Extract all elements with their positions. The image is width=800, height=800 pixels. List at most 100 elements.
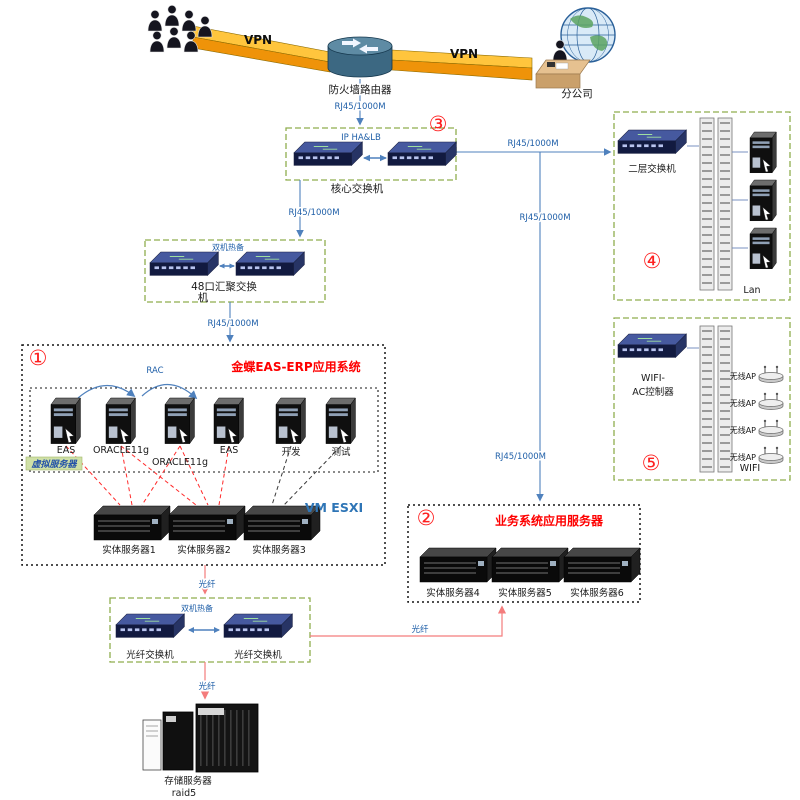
marker-3: ③ (429, 112, 448, 136)
firewall-router-label: 防火墙路由器 (329, 83, 392, 96)
link-label-agg-erp: RJ45/1000M (207, 319, 258, 329)
wireless-ap-icon-1 (758, 365, 784, 383)
storage-label: 存储服务器 (164, 775, 212, 787)
vm-tag-highlight (25, 456, 83, 471)
core-switch-icon-1 (293, 141, 363, 166)
host-server-icon-1 (93, 505, 171, 541)
core-switch-label: 核心交换机 (331, 182, 384, 195)
aggregation-switch-zone (144, 239, 326, 303)
esxi-label: VM ESXI (305, 500, 363, 515)
l2-switch-label: 二层交换机 (628, 163, 676, 175)
host-server-icon-2 (168, 505, 246, 541)
ap-label-2: 无线AP (730, 398, 756, 408)
wireless-ap-icon-4 (758, 446, 784, 464)
wireless-ap-icon-3 (758, 419, 784, 437)
vm-server-icon-test (325, 397, 356, 445)
branch-office-icon (535, 39, 591, 89)
biz-title: 业务系统应用服务器 (495, 513, 604, 528)
vm-label-eas1: EAS (57, 445, 76, 456)
firewall-link-label: RJ45/1000M (334, 102, 385, 112)
marker-5: ⑤ (642, 451, 661, 475)
rack-frame-icon-2 (718, 118, 732, 290)
agg-switch-icon-1 (149, 251, 219, 276)
marker-2: ② (417, 506, 436, 530)
san-ha-label: 双机热备 (181, 603, 213, 613)
san-switch-label-1: 光纤交换机 (126, 649, 174, 661)
host-label-3: 实体服务器3 (252, 544, 306, 556)
biz-label-5: 实体服务器5 (498, 587, 552, 599)
biz-label-4: 实体服务器4 (426, 587, 480, 599)
ha-arrow-agg (219, 263, 235, 269)
fiber-switch-icon-1 (115, 613, 185, 638)
l2-switch-icon (617, 129, 687, 154)
link-label-core-agg: RJ45/1000M (288, 208, 339, 218)
rack-frame-icon-1 (700, 118, 714, 290)
fiber-label-top: 光纤 (198, 579, 216, 590)
vm-label-oracle1: ORACLE11g (93, 445, 149, 456)
lan-server-icon-3 (749, 227, 777, 270)
link-label-core-biz-1: RJ45/1000M (519, 213, 570, 223)
rac-arc-2 (141, 383, 198, 400)
vpn-label-right: VPN (450, 47, 478, 61)
lan-label: Lan (743, 285, 760, 296)
erp-title: 金蝶EAS-ERP应用系统 (230, 359, 360, 374)
marker-4: ④ (643, 249, 662, 273)
vm-label-oracle2: ORACLE11g (152, 457, 208, 468)
erp-system-zone (21, 344, 386, 566)
fiber-label-right: 光纤 (411, 624, 429, 635)
agg-switch-label-line1: 48口汇聚交换 (191, 280, 257, 293)
vm-label-dev: 开发 (281, 446, 301, 458)
vm-label-eas2: EAS (220, 445, 239, 456)
wifi-zone (613, 317, 791, 481)
marker-1: ① (29, 346, 48, 370)
vm-server-icon-eas1 (50, 397, 81, 445)
biz-server-icon-4 (419, 547, 497, 583)
link-label-core-l2: RJ45/1000M (507, 139, 558, 149)
host-label-1: 实体服务器1 (102, 544, 156, 556)
vm-server-icon-oracle1 (105, 397, 136, 445)
agg-ha-label: 双机热备 (212, 242, 244, 252)
globe-icon (560, 7, 616, 63)
wifi-controller-label-line2: AC控制器 (632, 386, 674, 398)
fiber-label-down: 光纤 (198, 681, 216, 692)
vm-host-mapping-lines (65, 445, 342, 506)
vm-server-icon-oracle2 (164, 397, 195, 445)
biz-label-6: 实体服务器6 (570, 587, 624, 599)
storage-raid-label: raid5 (172, 788, 196, 799)
wifi-rack-frame-icon-1 (700, 326, 714, 472)
lan-zone (613, 111, 791, 301)
ap-label-4: 无线AP (730, 452, 756, 462)
firewall-router-icon (327, 36, 393, 78)
wifi-controller-label-line1: WIFI- (641, 373, 665, 384)
ha-arrow-fiber (188, 627, 220, 633)
wifi-label: WIFI (740, 463, 760, 474)
wireless-ap-icon-2 (758, 392, 784, 410)
vm-server-icon-eas2 (213, 397, 244, 445)
fiber-switch-icon-2 (223, 613, 293, 638)
vm-tag-label: 虚拟服务器 (30, 459, 77, 470)
host-label-2: 实体服务器2 (177, 544, 231, 556)
vm-label-test: 测试 (331, 446, 351, 458)
san-switch-label-2: 光纤交换机 (234, 649, 282, 661)
branch-office-label: 分公司 (561, 88, 593, 100)
fiber-switch-zone (109, 597, 311, 663)
storage-server-icon (142, 703, 259, 773)
agg-switch-icon-2 (235, 251, 305, 276)
core-ha-label: IP HA&LB (341, 133, 381, 143)
fiber-san-bizservers (310, 605, 507, 637)
ap-label-1: 无线AP (730, 371, 756, 381)
biz-server-icon-6 (563, 547, 641, 583)
vm-server-icon-dev (275, 397, 306, 445)
rac-label: RAC (146, 366, 163, 376)
virtual-servers-zone (29, 387, 379, 473)
biz-server-icon-5 (491, 547, 569, 583)
lan-server-icon-2 (749, 179, 777, 222)
rac-arc-1 (77, 384, 136, 399)
link-label-core-biz-2: RJ45/1000M (495, 452, 546, 462)
core-switch-zone (285, 127, 457, 181)
ha-arrow-core (363, 154, 387, 162)
vpn-label-left: VPN (244, 33, 272, 47)
core-switch-icon-2 (387, 141, 457, 166)
